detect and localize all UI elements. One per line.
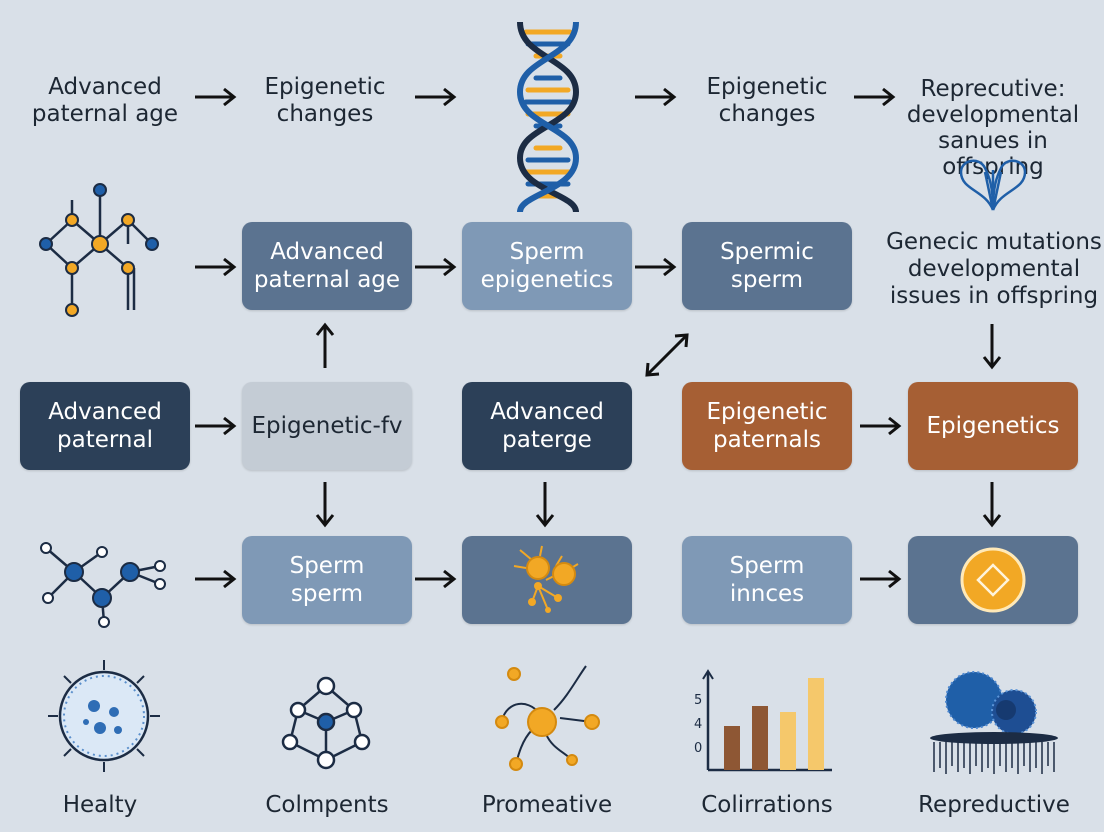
tick-label-0: 0 bbox=[694, 741, 702, 756]
mini-bar-4 bbox=[808, 678, 824, 770]
arrow-right-r2-2 bbox=[415, 257, 457, 277]
sprout-icon bbox=[959, 159, 1027, 211]
bottom-label-promeative: Promeative bbox=[481, 792, 613, 818]
mini-bar-1 bbox=[724, 726, 740, 770]
tick-label-5: 5 bbox=[694, 693, 702, 708]
box-advanced-paternal-age: Advanced paternal age bbox=[242, 222, 412, 310]
molecule-network-icon bbox=[39, 183, 159, 317]
bottom-label-healty: Healty bbox=[62, 792, 138, 818]
arrow-right-r3-2 bbox=[860, 416, 902, 436]
arrow-right-r3-1 bbox=[195, 416, 237, 436]
box-orange-cells bbox=[462, 536, 632, 624]
tick-label-4: 4 bbox=[694, 717, 702, 732]
top-label-advanced-paternal-age: Advanced paternal age bbox=[31, 74, 179, 127]
box-epigenetic-paternals: Epigenetic paternals bbox=[682, 382, 852, 470]
arrow-down-3 bbox=[982, 482, 1002, 528]
cell-circle-icon bbox=[48, 660, 160, 772]
right-label-genetic-mutations: Genecic mutations developmental issues i… bbox=[886, 229, 1102, 309]
arrow-right-r4-2 bbox=[415, 569, 457, 589]
graph-nodes-icon bbox=[281, 676, 371, 770]
arrow-down-right-text bbox=[982, 324, 1002, 370]
diamond-badge-icon bbox=[960, 547, 1026, 613]
box-sperm-innces: Sperm innces bbox=[682, 536, 852, 624]
top-label-epigenetic-changes-1: Epigenetic changes bbox=[264, 74, 386, 127]
arrow-right-top-3 bbox=[635, 87, 677, 107]
arrow-down-2 bbox=[535, 482, 555, 528]
orange-cells-icon bbox=[513, 545, 579, 613]
arrow-right-r2-3 bbox=[635, 257, 677, 277]
mini-bar-chart: 5 4 0 bbox=[694, 669, 832, 772]
orange-molecule-icon bbox=[495, 665, 600, 771]
arrow-right-top-4 bbox=[854, 87, 896, 107]
arrow-right-r4-3 bbox=[860, 569, 902, 589]
mini-bar-3 bbox=[780, 712, 796, 770]
box-orange-badge bbox=[908, 536, 1078, 624]
box-advanced-paterge: Advanced paterge bbox=[462, 382, 632, 470]
bottom-label-colmpents: Colmpents bbox=[265, 792, 389, 818]
arrow-down-1 bbox=[315, 482, 335, 528]
arrow-right-r4-1 bbox=[195, 569, 237, 589]
bottom-label-colirrations: Colirrations bbox=[701, 792, 833, 818]
arrow-right-top-1 bbox=[195, 87, 237, 107]
arrow-up-epigenetic bbox=[315, 322, 335, 368]
box-epigenetic-fv: Epigenetic-fv bbox=[242, 382, 412, 470]
mini-bar-2 bbox=[752, 706, 768, 770]
network-nodes-icon bbox=[40, 542, 166, 628]
bottom-label-repreductive: Repreductive bbox=[918, 792, 1070, 818]
arrow-right-top-2 bbox=[415, 87, 457, 107]
arrow-bidirectional-diagonal bbox=[645, 333, 689, 377]
box-epigenetics: Epigenetics bbox=[908, 382, 1078, 470]
arrow-right-r2-1 bbox=[195, 257, 237, 277]
top-label-epigenetic-changes-2: Epigenetic changes bbox=[706, 74, 828, 127]
box-advanced-paternal: Advanced paternal bbox=[20, 382, 190, 470]
box-spermic-sperm: Spermic sperm bbox=[682, 222, 852, 310]
cells-on-surface-icon bbox=[930, 671, 1058, 774]
box-sperm-epigenetics: Sperm epigenetics bbox=[462, 222, 632, 310]
box-sperm-sperm: Sperm sperm bbox=[242, 536, 412, 624]
dna-helix-icon bbox=[516, 21, 580, 213]
